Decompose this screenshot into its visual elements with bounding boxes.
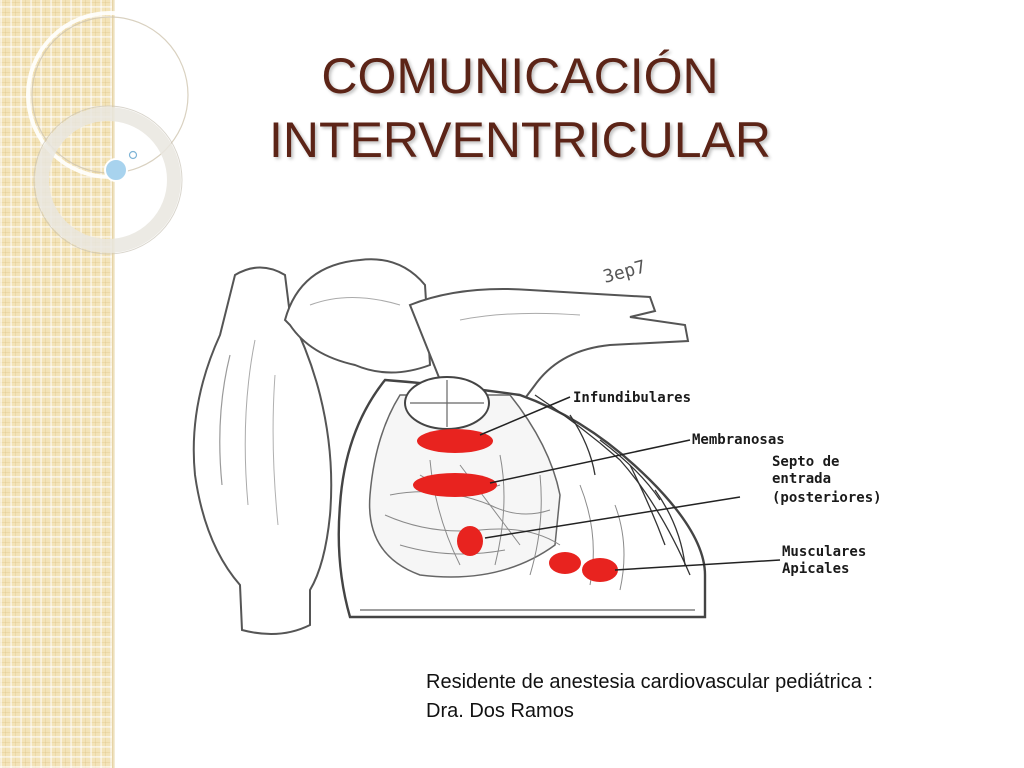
credit-name: Dra. Dos Ramos bbox=[426, 700, 574, 722]
coronary-vessels bbox=[534, 394, 691, 576]
heart-illustration: 3ep7 Infundibulares Membranosas Septo de… bbox=[192, 256, 882, 635]
defect-muscular-1 bbox=[549, 552, 581, 574]
label-membranosas: Membranosas bbox=[692, 432, 785, 448]
aorta-shape bbox=[283, 258, 432, 374]
defect-membranous bbox=[413, 473, 497, 497]
label-infundibulares: Infundibulares bbox=[573, 390, 691, 406]
heart-diagram: 3ep7 Infundibulares Membranosas Septo de… bbox=[160, 245, 940, 645]
bubble-small-icon bbox=[128, 150, 138, 160]
label-septo-line2: entrada bbox=[772, 471, 831, 487]
label-septo-line3: (posteriores) bbox=[772, 490, 882, 506]
illustrator-signature: 3ep7 bbox=[601, 256, 648, 288]
title-line-2: INTERVENTRICULAR bbox=[269, 112, 771, 168]
credit-role: Residente de anestesia cardiovascular pe… bbox=[426, 671, 873, 693]
defect-muscular-2 bbox=[582, 558, 618, 582]
label-musculares-line2: Apicales bbox=[782, 561, 849, 577]
label-septo-line1: Septo de bbox=[772, 454, 839, 470]
decorative-rings bbox=[26, 11, 194, 255]
side-band-edge bbox=[112, 0, 115, 768]
bubble-large-icon bbox=[104, 158, 128, 182]
label-musculares-line1: Musculares bbox=[782, 544, 866, 560]
slide-title: COMUNICACIÓN INTERVENTRICULAR bbox=[200, 44, 840, 172]
defect-infundibular bbox=[417, 429, 493, 453]
right-atrium-shape bbox=[192, 266, 333, 635]
leader-lines bbox=[479, 396, 781, 571]
author-credits: Residente de anestesia cardiovascular pe… bbox=[426, 668, 986, 726]
defect-markers bbox=[413, 429, 618, 582]
title-line-1: COMUNICACIÓN bbox=[321, 48, 719, 104]
defect-inlet bbox=[457, 526, 483, 556]
